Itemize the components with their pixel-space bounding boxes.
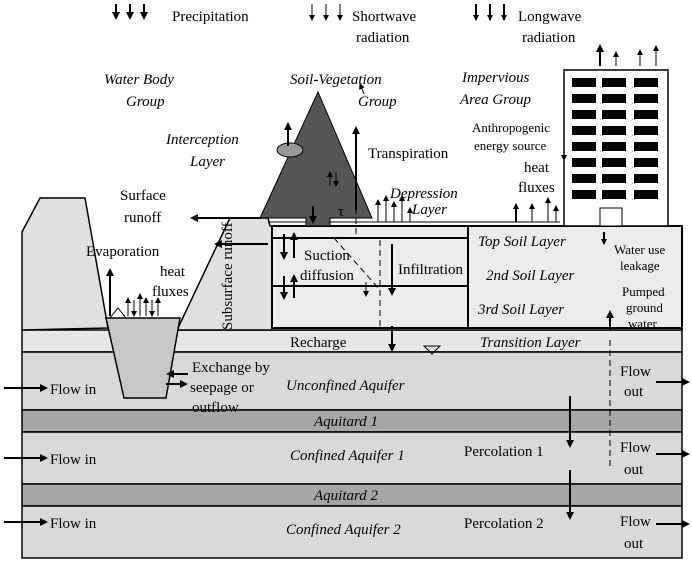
shortwave-label-2: radiation [356, 30, 410, 46]
building-window [572, 190, 596, 199]
building-window [634, 142, 658, 151]
building-window [572, 142, 596, 151]
building-window [634, 110, 658, 119]
water-body-group-label: Water Body [104, 72, 174, 88]
transpiration-label: Transpiration [368, 146, 449, 162]
subsurface-runoff-label: Subsurface runoff [220, 222, 236, 330]
surface-runoff-label: Surface [120, 188, 166, 204]
precipitation-label: Precipitation [172, 9, 249, 25]
third-soil-layer-label: 3rd Soil Layer [477, 302, 564, 318]
interception-layer-label-2: Layer [189, 154, 225, 170]
building-window [572, 78, 596, 87]
suction-label: Suction [304, 248, 350, 264]
percolation-2-label: Percolation 2 [464, 516, 544, 532]
building-window [602, 78, 626, 87]
longwave-label-2: radiation [522, 30, 576, 46]
tau-label: τ [338, 204, 344, 220]
building-window [602, 142, 626, 151]
water-body [105, 307, 442, 399]
impervious-group-label-2: Area Group [459, 92, 531, 108]
leakage-label: leakage [620, 258, 660, 273]
aquitard-2-label: Aquitard 2 [313, 488, 379, 504]
transition-layer-label: Transition Layer [480, 335, 581, 351]
building-window [572, 110, 596, 119]
building-window [572, 94, 596, 103]
interception-layer-label: Interception [165, 132, 239, 148]
flow-in-2-label: Flow in [50, 452, 97, 468]
building-window [602, 110, 626, 119]
flow-out-3-label-2: out [624, 536, 644, 552]
unconfined-aquifer-label: Unconfined Aquifer [286, 378, 405, 394]
building-window [634, 158, 658, 167]
tree [259, 90, 373, 227]
flow-out-2-label-2: out [624, 462, 644, 478]
ground-label: ground [626, 300, 663, 315]
anthropogenic-label: Anthropogenic [472, 120, 550, 135]
building-window [602, 158, 626, 167]
process-arrows [4, 44, 690, 528]
left-bank [21, 197, 109, 331]
building-window [634, 174, 658, 183]
building-window [602, 94, 626, 103]
anthropogenic-label-2: energy source [474, 138, 547, 153]
evaporation-label: Evaporation [86, 244, 160, 260]
soil-vegetation-group-label-2: Group [358, 94, 397, 110]
depression-layer-label-2: Layer [411, 202, 447, 218]
surface-runoff-label-2: runoff [124, 210, 161, 226]
confined-aquifer-1-label: Confined Aquifer 1 [290, 448, 405, 464]
building-window [602, 190, 626, 199]
building-window [634, 126, 658, 135]
soil-vegetation-group-label: Soil-Vegetation [290, 72, 382, 88]
heat-label: heat [160, 264, 186, 280]
water-use-label: Water use [614, 242, 666, 257]
building-window [572, 158, 596, 167]
building-window [602, 174, 626, 183]
flow-out-3-label: Flow [620, 514, 651, 530]
recharge-label: Recharge [290, 335, 347, 351]
building-window [572, 174, 596, 183]
second-soil-layer-label: 2nd Soil Layer [486, 268, 574, 284]
flow-out-1-label: Flow [620, 364, 651, 380]
labels: Precipitation Shortwave radiation Longwa… [50, 9, 666, 552]
impervious-group-label: Impervious [461, 70, 530, 86]
aquitard-1-label: Aquitard 1 [313, 414, 378, 430]
flow-out-1-label-2: out [624, 384, 644, 400]
interception-blob [276, 142, 304, 158]
impervious-column [467, 225, 683, 329]
exchange-label: Exchange by [192, 360, 270, 376]
percolation-1-label: Percolation 1 [464, 444, 544, 460]
water-label: water [628, 316, 658, 331]
shortwave-label: Shortwave [352, 9, 416, 25]
flow-in-3-label: Flow in [50, 516, 97, 532]
legend-arrows [112, 4, 507, 21]
flow-in-1-label: Flow in [50, 382, 97, 398]
pumped-label: Pumped [622, 284, 665, 299]
flow-out-2-label: Flow [620, 440, 651, 456]
soil-column [271, 225, 469, 329]
top-soil-layer-label: Top Soil Layer [478, 234, 566, 250]
depression-layer-label: Depression [389, 186, 458, 202]
outflow-label: outflow [192, 400, 239, 416]
building-window [634, 78, 658, 87]
diffusion-label: diffusion [300, 268, 354, 284]
building-window [634, 190, 658, 199]
water-body-group-label-2: Group [126, 94, 165, 110]
seepage-label: seepage or [190, 380, 254, 396]
fluxes-label: fluxes [152, 284, 189, 300]
heat-fluxes-label-2: fluxes [518, 180, 555, 196]
heat-fluxes-label: heat [524, 160, 550, 176]
building [563, 69, 669, 227]
building-window [602, 126, 626, 135]
confined-aquifer-2-label: Confined Aquifer 2 [286, 522, 401, 538]
longwave-label: Longwave [518, 9, 582, 25]
soil-block [21, 197, 683, 331]
building-window [572, 126, 596, 135]
infiltration-label: Infiltration [398, 262, 463, 278]
building-window [634, 94, 658, 103]
